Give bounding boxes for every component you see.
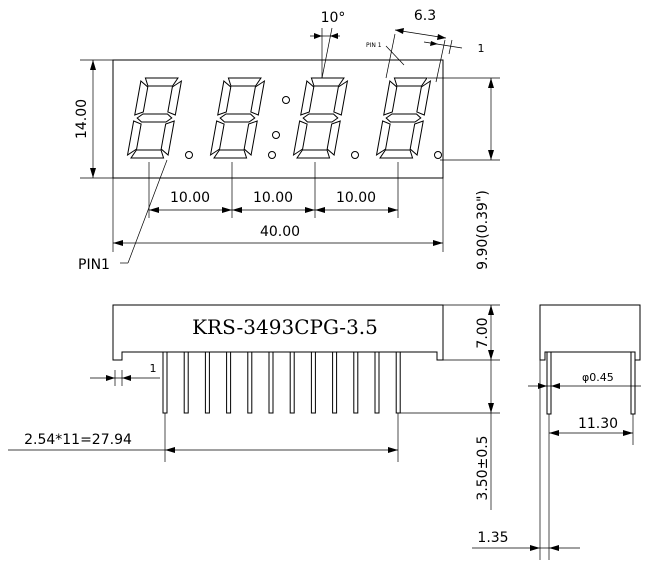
pin-9 [332,351,338,414]
package-side-outline [112,304,444,361]
dimension-height: 14.00 [74,59,113,179]
dimension-side-offset: 1.35 [472,360,580,560]
dimension-slant-angle: 10° [310,10,346,79]
segment-f-digit-4 [383,80,398,116]
segment-d-digit-3 [296,149,331,159]
bottom-view: KRS-3493CPG-3.5 [112,304,444,414]
segment-g-digit-1 [136,113,173,123]
segment-c-digit-1 [160,120,175,156]
decimal-point-digit-4 [434,151,442,159]
side-body-outline [539,304,641,361]
total-width-label: 40.00 [260,224,300,240]
pitch-label-3: 10.00 [336,190,376,206]
pin-width-label: 1 [150,362,157,375]
dimension-pin-diameter: φ0.45 [528,371,641,389]
pin-1 [162,351,168,414]
segment-b-digit-4 [416,79,432,116]
segment-e-digit-1 [126,120,142,157]
pin-spacing-label: 2.54*11=27.94 [24,432,132,448]
side-view [539,304,641,415]
dimension-digit-height: 9.90(0.39") [428,77,500,270]
decimal-point-digit-2 [268,151,276,159]
dimension-pin-length: 3.50±0.5 [400,360,500,510]
pin-3 [204,351,210,414]
dimension-pin-spacing: 2.54*11=27.94 [8,413,399,462]
segment-a-digit-4 [393,77,428,87]
dimension-segment-width: 6.3 1 PIN 1 [366,8,485,83]
package-thickness-label: 7.00 [475,317,491,348]
pin1-small-label: PIN 1 [366,42,382,49]
pin-7 [289,351,295,414]
dimension-package-thickness: 7.00 [443,304,500,361]
digit-height-label: 9.90(0.39") [475,190,491,270]
decimal-point-digit-3 [351,151,359,159]
slant-angle-label: 10° [321,10,346,26]
side-pin-left [546,351,552,415]
segment-f-digit-1 [134,80,149,116]
pin-length-label: 3.50±0.5 [475,435,491,500]
segment-a-digit-3 [310,77,345,87]
segment-a-digit-1 [144,77,179,87]
segment-b-digit-1 [167,79,183,116]
segment-offset-label: 1 [478,42,485,55]
segment-f-digit-2 [217,80,232,116]
dimension-digit-pitch: 10.00 10.00 10.00 [148,162,399,218]
segment-d-digit-2 [213,149,248,159]
pin-4 [226,351,232,414]
height-label: 14.00 [74,99,90,139]
pin-10 [353,351,359,414]
segment-g-digit-4 [385,113,422,123]
pin-diameter-label: φ0.45 [582,371,614,384]
segment-b-digit-2 [250,79,266,116]
side-pin-right [630,351,636,415]
row-spacing-label: 11.30 [578,416,618,432]
pitch-label-2: 10.00 [253,190,293,206]
segment-e-digit-4 [375,120,391,157]
pin-row [162,351,401,414]
segment-d-digit-4 [379,149,414,159]
side-offset-label: 1.35 [477,530,508,546]
seven-segment-digits [126,77,442,159]
segment-f-digit-3 [300,80,315,116]
segment-g-digit-3 [302,113,339,123]
dimension-total-width: 40.00 [112,178,444,252]
segment-a-digit-2 [227,77,262,87]
decimal-point-digit-1 [185,151,193,159]
segment-e-digit-3 [292,120,308,157]
segment-d-digit-1 [130,149,165,159]
pin1-callout: PIN1 [78,159,168,273]
pitch-label-1: 10.00 [170,190,210,206]
pin1-label: PIN1 [78,257,110,273]
display-body-outline [112,59,444,179]
segment-width-label: 6.3 [414,8,436,24]
pin-2 [183,351,189,414]
front-view [112,59,444,179]
colon-dot-upper [282,96,290,104]
segment-c-digit-4 [409,120,424,156]
segment-g-digit-2 [219,113,256,123]
dimension-row-spacing: 11.30 [548,414,634,560]
pin-8 [310,351,316,414]
dimension-pin-width: 1 [90,362,160,386]
pin-6 [268,351,274,414]
pin-11 [374,351,380,414]
pin-12 [395,351,401,414]
segment-e-digit-2 [209,120,225,157]
segment-c-digit-3 [326,120,341,156]
segment-c-digit-2 [243,120,258,156]
part-number: KRS-3493CPG-3.5 [192,315,378,339]
colon-dot-lower [272,131,280,139]
segment-b-digit-3 [333,79,349,116]
pin-5 [247,351,253,414]
